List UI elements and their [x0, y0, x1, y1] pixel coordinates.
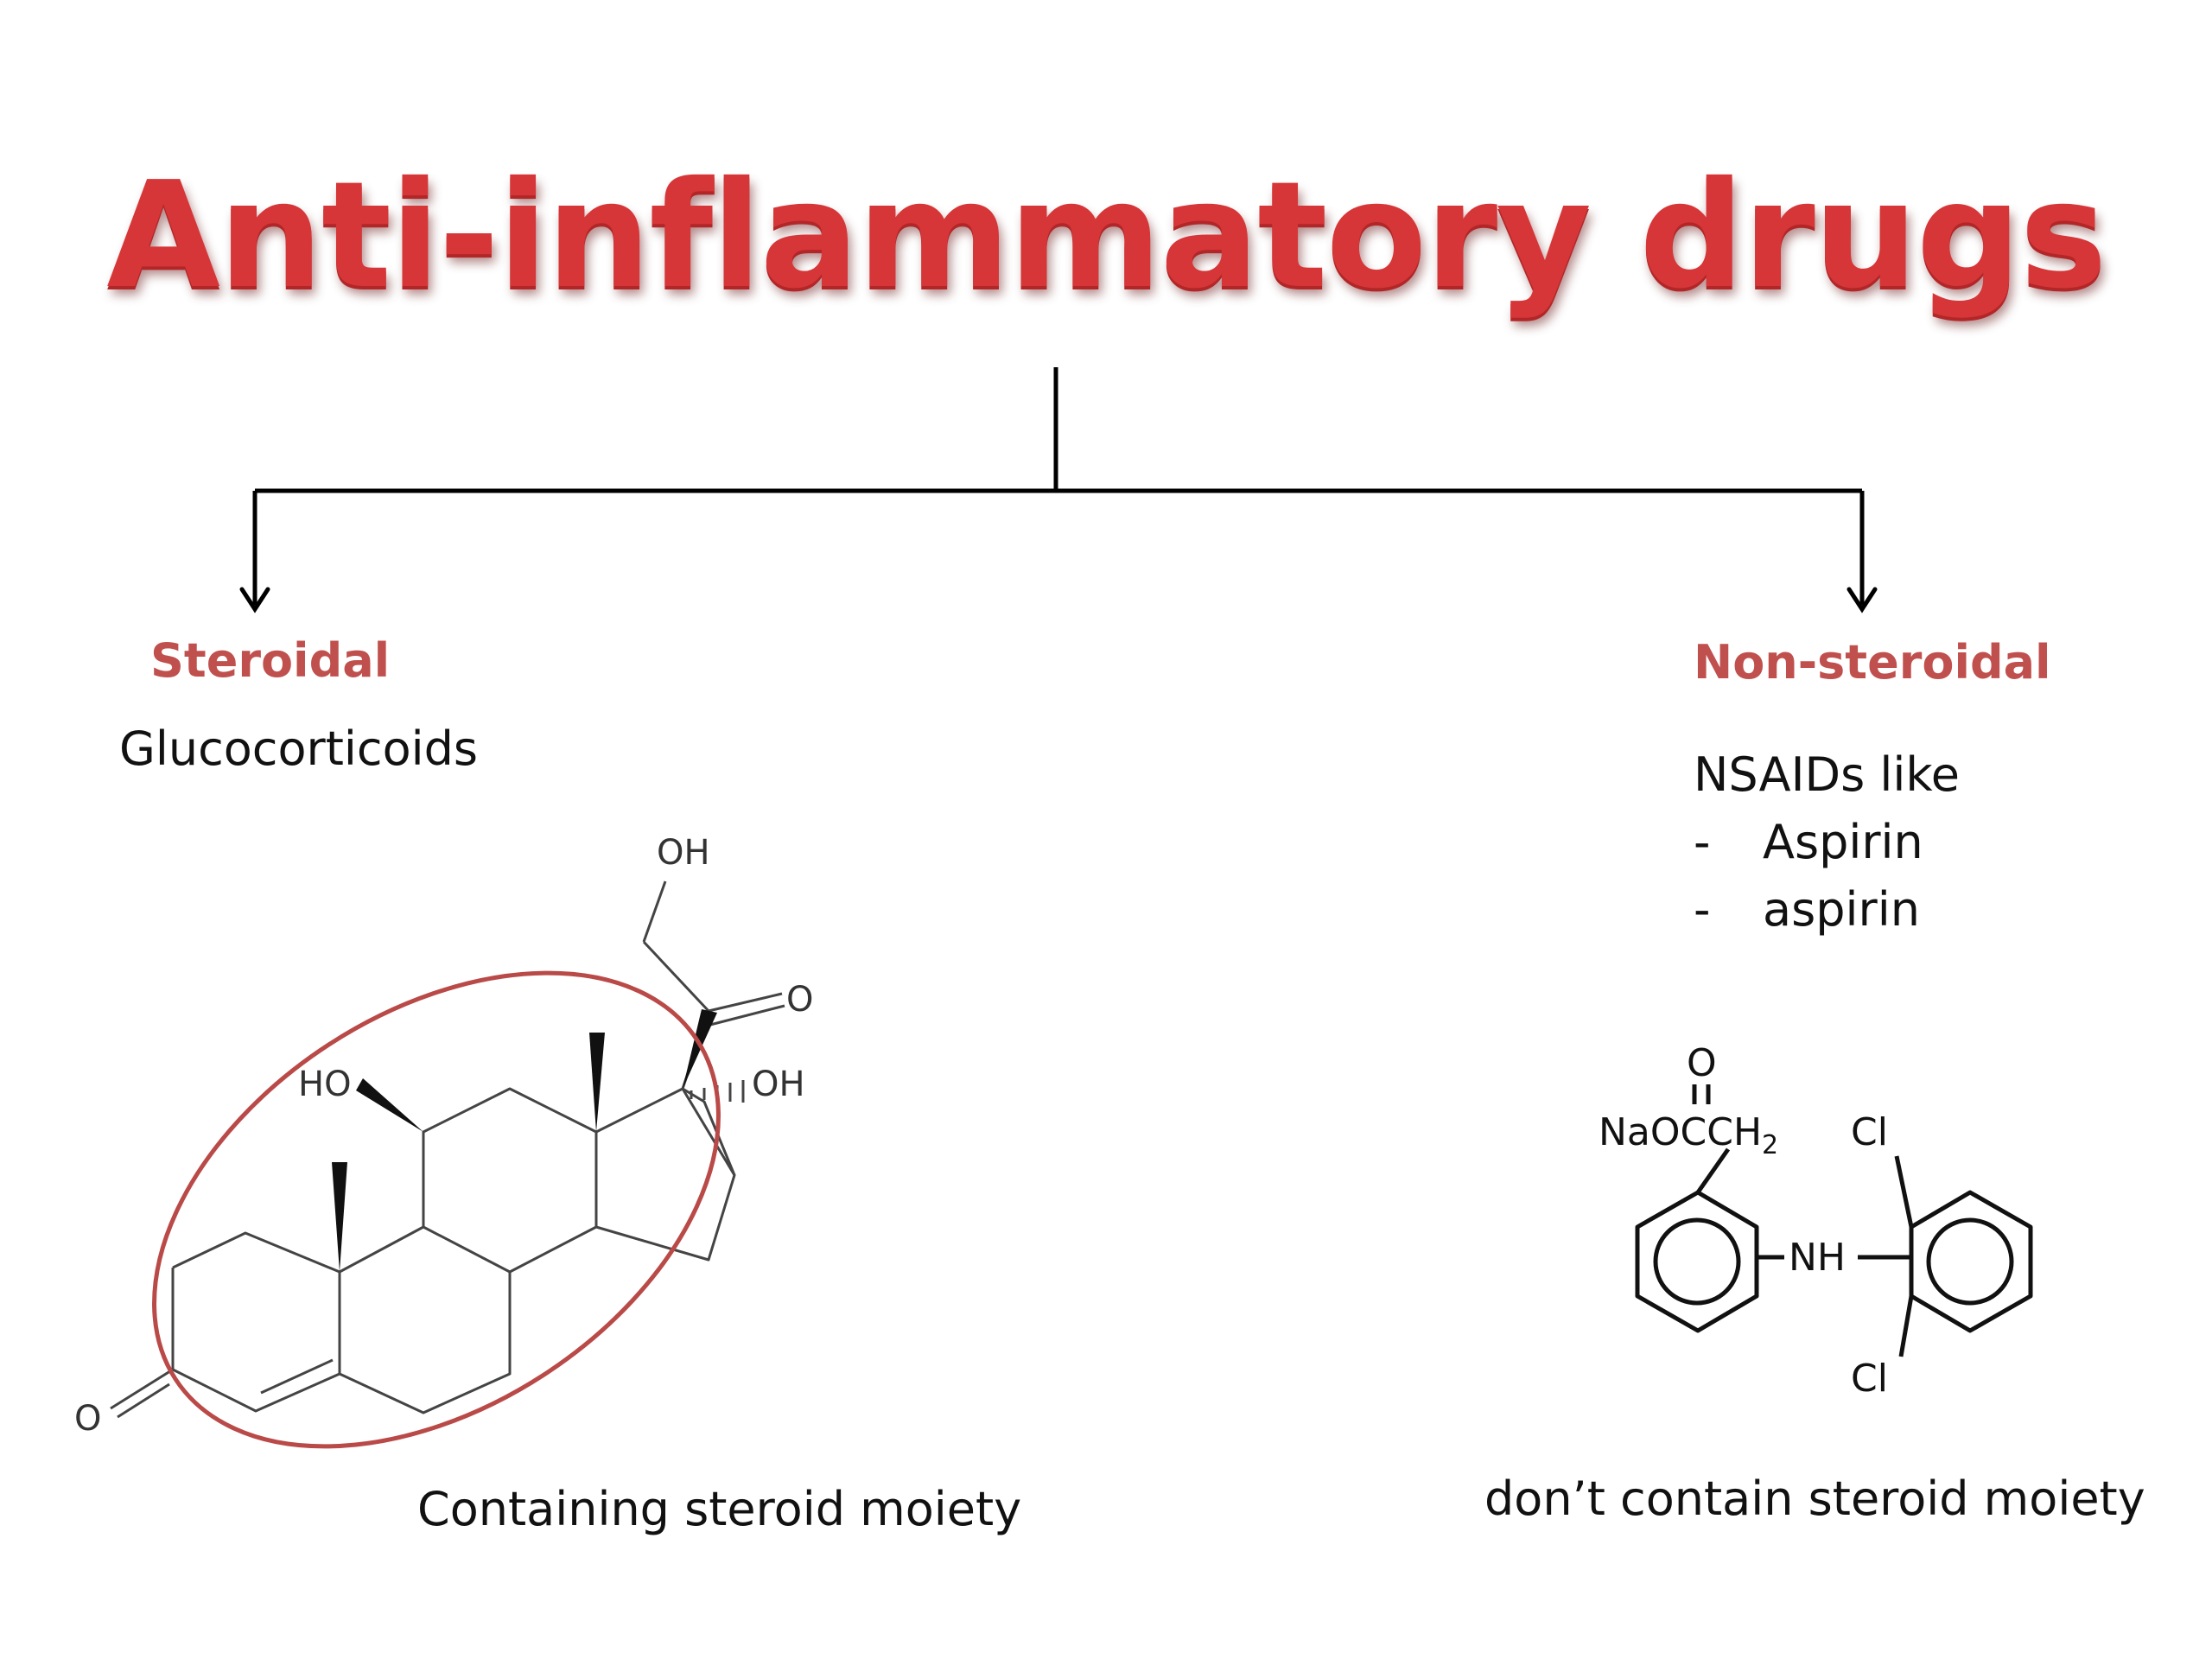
c20-c21	[642, 940, 710, 1013]
ch2-ring-bond	[1695, 1147, 1731, 1194]
ring-d-side	[682, 1087, 736, 1176]
double-bond-c4c5	[260, 1358, 334, 1395]
steroidal-heading: Steroidal	[150, 633, 391, 688]
cl-bottom-bond	[1898, 1295, 1914, 1357]
atom-oh-top: OH	[657, 833, 710, 873]
nsaid-item-2: aspirin	[1763, 882, 1920, 937]
atom-nh: NH	[1789, 1236, 1846, 1280]
cl-top-bond	[1894, 1155, 1914, 1228]
ring-b-bonds	[339, 1225, 512, 1414]
left-phenyl-ring	[1635, 1190, 1759, 1333]
ring-c-bonds	[422, 1087, 598, 1274]
atom-cl-top: Cl	[1851, 1110, 1888, 1154]
wedge-c11-oh	[356, 1078, 423, 1132]
atom-o-top: O	[1687, 1041, 1717, 1085]
tree-lines	[252, 367, 1865, 605]
page-title: Anti-inflammatory drugs	[106, 150, 2107, 321]
ketone-c3-a	[110, 1368, 174, 1410]
atom-ho: HO	[298, 1065, 352, 1104]
nsaid-item-1: Aspirin	[1763, 815, 1923, 869]
wedge-c13-methyl	[589, 1033, 605, 1132]
atom-cl-bottom: Cl	[1851, 1357, 1888, 1401]
bullet-dash-2: -	[1694, 882, 1711, 937]
c20-o-a	[708, 992, 783, 1013]
bullet-dash-1: -	[1694, 815, 1711, 869]
atom-naoc: NaOCCH2	[1599, 1110, 1778, 1160]
right-arrow-head	[1847, 587, 1878, 613]
wedge-c10-methyl	[332, 1162, 347, 1272]
atom-oh-17: OH	[752, 1065, 805, 1104]
nsaids-intro: NSAIDs like	[1694, 747, 1960, 802]
atom-subscript-2: 2	[1762, 1130, 1778, 1160]
wedge-c17-c20	[683, 1009, 717, 1089]
nonsteroidal-heading: Non-steroidal	[1694, 635, 2051, 690]
c20-o-b	[709, 1004, 785, 1027]
right-ring-aromatic	[1926, 1217, 2014, 1306]
atom-naocch: NaOCCH	[1599, 1110, 1762, 1154]
ketone-c3-b	[117, 1382, 170, 1419]
left-ring-aromatic	[1653, 1217, 1741, 1306]
steroid-moiety-highlight	[152, 970, 721, 1449]
steroid-caption: Containing steroid moiety	[417, 1482, 1022, 1536]
c21-oh	[642, 880, 667, 943]
nonsteroid-caption: don’t contain steroid moiety	[1484, 1471, 2145, 1526]
atom-ketone-o: O	[786, 980, 813, 1020]
left-arrow-head	[239, 587, 270, 613]
glucocorticoids-label: Glucocorticoids	[119, 721, 479, 776]
atom-o-3: O	[74, 1399, 101, 1439]
